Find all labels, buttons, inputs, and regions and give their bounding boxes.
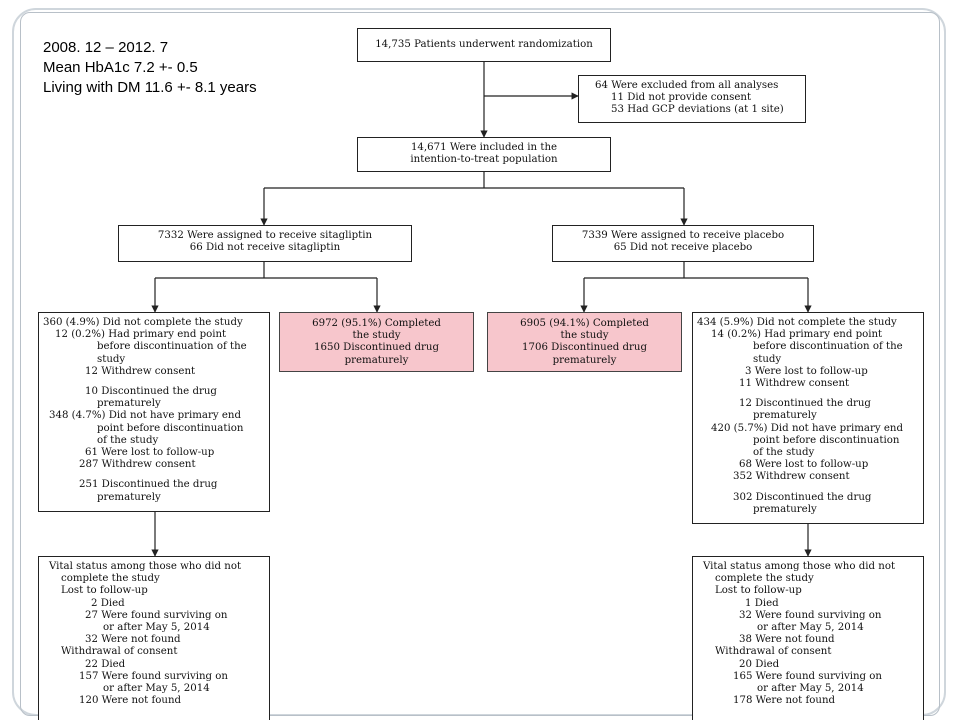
placebo-nc-line: of the study (753, 447, 815, 459)
sita-nc-line: 287 Withdrew consent (79, 459, 196, 471)
sita-nc-line: 251 Discontinued the drug (79, 479, 218, 491)
placebo-nc-line: 3 Were lost to follow-up (745, 365, 868, 377)
placebo-vital-line: 32 Were found surviving on (739, 609, 882, 621)
sita-nc-line: prematurely (97, 398, 161, 410)
sita-vital-line: 2 Died (91, 597, 125, 609)
placebo-completed-line: prematurely (552, 354, 617, 366)
sita-vital-line: 120 Were not found (79, 695, 182, 707)
sita-nc-line: before discontinuation of the (97, 341, 247, 353)
placebo-nc-line: 14 (0.2%) Had primary end point (711, 329, 883, 341)
sita-vital-line: 22 Died (85, 658, 126, 670)
placebo-assigned-line: 7339 Were assigned to receive placebo (581, 230, 785, 241)
box-sitagliptin-assigned: 7332 Were assigned to receive sitaglipti… (118, 225, 412, 262)
sita-nc-line: 12 (0.2%) Had primary end point (55, 329, 227, 341)
placebo-vital-line: Withdrawal of consent (715, 646, 832, 658)
box-placebo-vital-status: Vital status among those who did not com… (692, 556, 924, 720)
placebo-nc-line: 12 Discontinued the drug (739, 398, 871, 410)
placebo-nc-line: prematurely (753, 503, 817, 515)
box-placebo-assigned: 7339 Were assigned to receive placebo 65… (552, 225, 814, 262)
placebo-nc-line: study (753, 353, 782, 365)
placebo-assigned-line: 65 Did not receive placebo (613, 242, 753, 254)
sita-vital-line: or after May 5, 2014 (103, 622, 210, 634)
placebo-nc-line (697, 484, 919, 492)
sita-vital-line: or after May 5, 2014 (103, 683, 210, 695)
sita-nc-line: 360 (4.9%) Did not complete the study (43, 317, 243, 328)
placebo-nc-line: 302 Discontinued the drug (733, 491, 872, 503)
sita-nc-line: 10 Discontinued the drug (85, 386, 217, 398)
dm-duration: Living with DM 11.6 +- 8.1 years (43, 79, 257, 96)
box-excluded: 64 Were excluded from all analyses 11 Di… (578, 75, 806, 123)
placebo-vital-line: 165 Were found surviving on (733, 670, 882, 682)
randomized-text: 14,735 Patients underwent randomization (375, 39, 593, 50)
placebo-vital-line: complete the study (715, 573, 814, 585)
placebo-nc-line: 434 (5.9%) Did not complete the study (697, 317, 897, 328)
placebo-nc-line: before discontinuation of the (753, 341, 903, 353)
mean-hba1c: Mean HbA1c 7.2 +- 0.5 (43, 59, 198, 76)
sita-nc-line: study (97, 353, 126, 365)
itt-line: 14,671 Were included in the (410, 142, 558, 153)
excluded-line: 64 Were excluded from all analyses (595, 80, 779, 91)
sita-nc-line (43, 471, 265, 479)
sita-completed-line: the study (352, 330, 401, 342)
placebo-vital-line: 178 Were not found (733, 695, 836, 707)
sita-nc-line: prematurely (97, 491, 161, 503)
placebo-vital-line: Lost to follow-up (715, 585, 802, 597)
placebo-nc-line: prematurely (753, 410, 817, 422)
placebo-nc-line: 352 Withdrew consent (733, 471, 850, 483)
placebo-vital-line: Vital status among those who did not (703, 561, 896, 572)
sita-vital-line: Withdrawal of consent (61, 646, 178, 658)
placebo-nc-line: 11 Withdrew consent (739, 378, 850, 390)
slide-inner-frame (20, 12, 940, 716)
sita-nc-line: of the study (97, 434, 159, 446)
placebo-nc-line: 420 (5.7%) Did not have primary end (711, 422, 903, 434)
sita-assigned-line: 66 Did not receive sitagliptin (189, 242, 341, 254)
placebo-vital-line: 38 Were not found (739, 634, 835, 646)
sita-nc-line: 61 Were lost to follow-up (85, 447, 215, 459)
sita-vital-line: 32 Were not found (85, 634, 181, 646)
sita-vital-line: 27 Were found surviving on (85, 609, 228, 621)
sita-vital-line: complete the study (61, 573, 160, 585)
box-itt: 14,671 Were included in the intention-to… (357, 137, 611, 172)
excluded-line: 11 Did not provide consent (611, 92, 752, 104)
sita-nc-line: 348 (4.7%) Did not have primary end (49, 410, 241, 422)
sita-nc-line (43, 378, 265, 386)
sita-assigned-line: 7332 Were assigned to receive sitaglipti… (157, 230, 373, 241)
excluded-line: 53 Had GCP deviations (at 1 site) (611, 104, 784, 116)
sita-completed-line: 6972 (95.1%) Completed (312, 318, 441, 329)
placebo-completed-line: 6905 (94.1%) Completed (520, 318, 649, 329)
study-info: 2008. 12 – 2012. 7 Mean HbA1c 7.2 +- 0.5… (43, 38, 257, 98)
placebo-completed-line: 1706 Discontinued drug (522, 342, 647, 354)
placebo-vital-line: or after May 5, 2014 (757, 683, 864, 695)
itt-line: intention-to-treat population (410, 154, 558, 166)
box-placebo-not-completed: 434 (5.9%) Did not complete the study 14… (692, 312, 924, 524)
placebo-nc-line: point before discontinuation (753, 434, 900, 446)
placebo-nc-line: 68 Were lost to follow-up (739, 459, 869, 471)
sita-completed-line: 1650 Discontinued drug (314, 342, 439, 354)
box-randomized: 14,735 Patients underwent randomization (357, 28, 611, 62)
placebo-vital-line: 1 Died (745, 597, 779, 609)
sita-nc-line: 12 Withdrew consent (85, 365, 196, 377)
box-sitagliptin-completed: 6972 (95.1%) Completed the study 1650 Di… (279, 312, 474, 372)
placebo-vital-line: or after May 5, 2014 (757, 622, 864, 634)
sita-vital-line: Lost to follow-up (61, 585, 148, 597)
sita-completed-line: prematurely (344, 354, 409, 366)
sita-vital-line: Vital status among those who did not (49, 561, 242, 572)
box-sitagliptin-vital-status: Vital status among those who did not com… (38, 556, 270, 720)
study-period: 2008. 12 – 2012. 7 (43, 39, 169, 56)
sita-vital-line: 157 Were found surviving on (79, 670, 228, 682)
placebo-nc-line (697, 390, 919, 398)
placebo-completed-line: the study (560, 330, 609, 342)
sita-nc-line: point before discontinuation (97, 422, 244, 434)
box-sitagliptin-not-completed: 360 (4.9%) Did not complete the study 12… (38, 312, 270, 512)
box-placebo-completed: 6905 (94.1%) Completed the study 1706 Di… (487, 312, 682, 372)
placebo-vital-line: 20 Died (739, 658, 780, 670)
